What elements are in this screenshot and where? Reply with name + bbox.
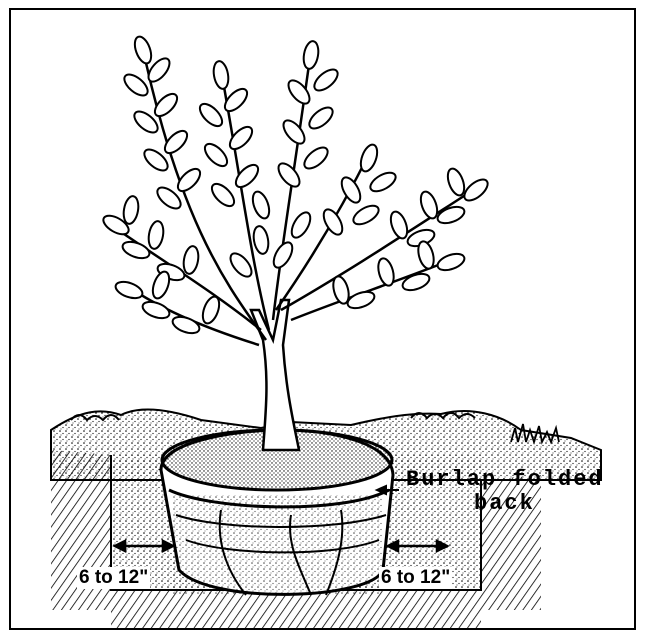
- root-ball: [161, 430, 393, 595]
- tree-foliage: [100, 34, 491, 336]
- left-measure-label: 6 to 12": [77, 567, 150, 589]
- right-measure-label: 6 to 12": [379, 567, 452, 589]
- illustration-frame: Burlap folded back 6 to 12" 6 to 12": [9, 8, 636, 630]
- tree-planting-illustration: [11, 10, 636, 630]
- burlap-label-line2: back: [406, 492, 636, 516]
- burlap-label: Burlap folded back: [406, 468, 636, 516]
- burlap-label-line1: Burlap folded: [406, 468, 636, 492]
